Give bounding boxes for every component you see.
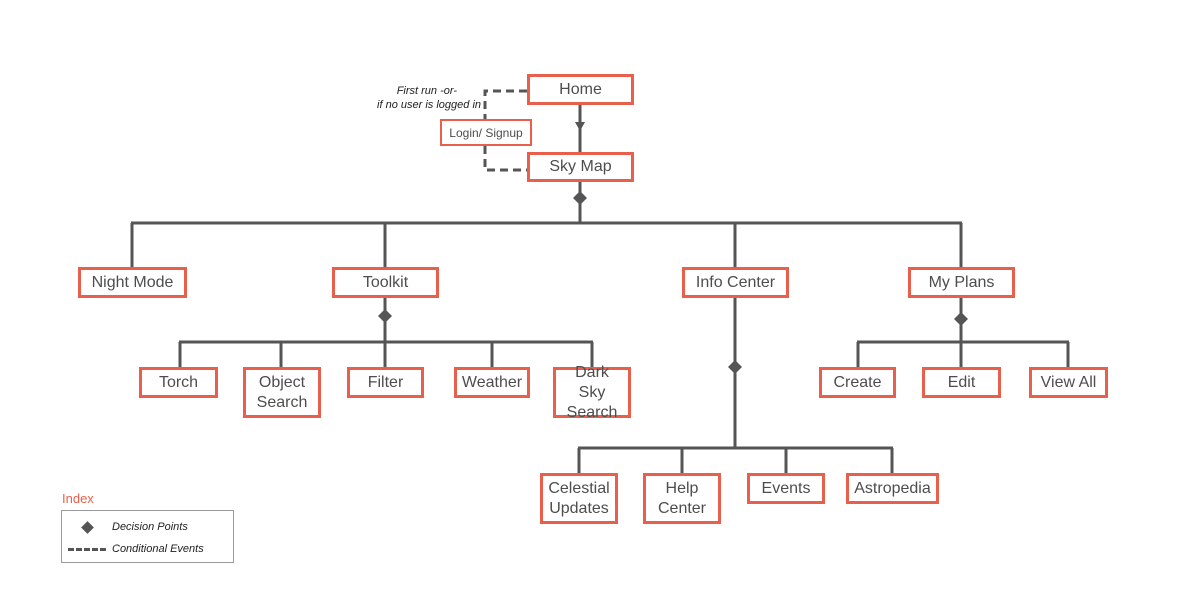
node-edit[interactable]: Edit [922,367,1001,398]
legend-conditional-events-label: Conditional Events [112,543,204,555]
diamond-icon [62,518,112,536]
node-home-label: Home [559,80,602,98]
node-astropedia-label: Astropedia [854,479,931,497]
node-events-label: Events [761,479,811,497]
node-create-label: Create [833,373,882,391]
node-object-search-line-2: Search [256,393,308,411]
node-astropedia[interactable]: Astropedia [846,473,939,504]
node-my-plans[interactable]: My Plans [908,267,1015,298]
node-sky-map[interactable]: Sky Map [527,152,634,182]
node-dark-sky-search[interactable]: Dark Sky Search [553,364,631,421]
node-weather[interactable]: Weather [454,367,530,398]
node-login-signup-label: Login/ Signup [449,125,523,140]
index-legend: Decision Points Conditional Events [61,510,234,563]
node-sky-map-label: Sky Map [549,158,612,175]
node-filter[interactable]: Filter [347,367,424,398]
node-torch[interactable]: Torch [139,367,218,398]
node-night-mode[interactable]: Night Mode [78,267,187,298]
node-info-center[interactable]: Info Center [682,267,789,298]
node-celestial-updates[interactable]: Celestial Updates [540,473,618,524]
conditional-path [483,89,527,172]
node-help-center-line-1: Help [665,479,699,497]
decision-diamond-icon [378,309,392,323]
index-title: Index [62,491,94,506]
node-celestial-updates-line-2: Updates [549,499,609,517]
conditional-note: First run -or- if no user is logged in [340,84,485,112]
node-login-signup[interactable]: Login/ Signup [440,119,532,146]
node-object-search[interactable]: Object Search [243,367,321,418]
node-events[interactable]: Events [747,473,825,504]
node-help-center[interactable]: Help Center [643,473,721,524]
node-weather-label: Weather [461,373,523,391]
node-dark-sky-search-line-1: Dark Sky [575,363,609,401]
legend-conditional-events: Conditional Events [62,540,233,558]
legend-decision-points-label: Decision Points [112,521,188,533]
node-filter-label: Filter [367,373,404,391]
conditional-top-dash [483,89,527,120]
node-info-center-label: Info Center [695,273,776,291]
legend-decision-points: Decision Points [62,518,233,536]
node-celestial-updates-line-1: Celestial [548,479,610,497]
conditional-note-line-1: First run -or- [396,85,457,97]
node-help-center-line-2: Center [657,499,707,517]
conditional-bottom-dash [483,146,527,172]
decision-diamond-icon [573,191,587,205]
node-view-all-label: View All [1040,373,1097,391]
node-home[interactable]: Home [527,74,634,105]
node-night-mode-label: Night Mode [91,273,174,291]
node-object-search-line-1: Object [258,373,306,391]
node-toolkit-label: Toolkit [362,273,409,291]
arrow-head-icon [575,122,585,131]
conditional-note-line-2: if no user is logged in [377,99,481,111]
decision-diamond-icon [954,312,968,326]
node-toolkit[interactable]: Toolkit [332,267,439,298]
node-view-all[interactable]: View All [1029,367,1108,398]
node-torch-label: Torch [158,373,199,391]
node-create[interactable]: Create [819,367,896,398]
node-dark-sky-search-line-2: Search [566,403,618,421]
decision-diamond-icon [728,360,742,374]
node-edit-label: Edit [947,373,976,391]
dashed-line-icon [62,540,112,558]
node-my-plans-label: My Plans [928,273,995,291]
